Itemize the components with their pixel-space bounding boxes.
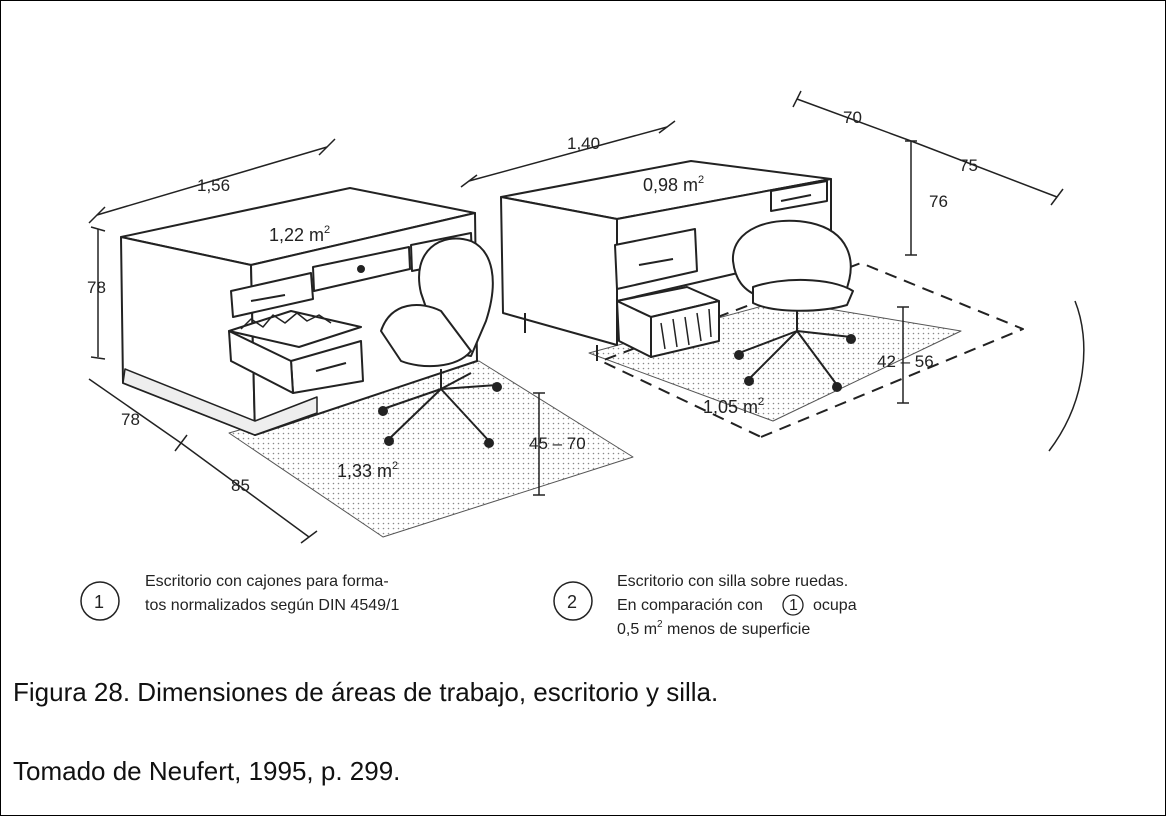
legend-number-2-circle (553, 581, 593, 621)
desk2-area-label: 0,98 m2 (643, 174, 704, 195)
desk2-extra-label: 75 (959, 156, 978, 175)
desk-1 (120, 187, 634, 538)
desk2-depth-label: 70 (843, 108, 862, 127)
desk1-height-label: 78 (87, 278, 106, 297)
legend: 1 Escritorio con cajones para forma- tos… (80, 573, 857, 638)
seat1-height-label: 45 – 70 (529, 434, 586, 453)
desk-2-drawer (614, 228, 698, 290)
floor-area-2-extended (600, 262, 1024, 438)
desk-2 (500, 160, 1024, 438)
legend-item-1-line-2: tos normalizados según DIN 4549/1 (145, 597, 399, 614)
floor-depth-label: 78 (121, 410, 140, 429)
desk1-width-label: 1,56 (197, 176, 230, 195)
legend-item-2-line-2a: En comparación con (617, 597, 763, 614)
floor-width-label: 85 (231, 476, 250, 495)
dimension-lines-1 (88, 138, 545, 544)
legend-number-1: 1 (94, 592, 104, 612)
desk2-height-label: 76 (929, 192, 948, 211)
desk-2-right-drawer (770, 180, 828, 212)
legend-number-1-circle (80, 581, 120, 621)
chair-1 (378, 237, 502, 448)
legend-ref-number: 1 (789, 597, 798, 614)
legend-number-2: 2 (567, 592, 577, 612)
floor2-area-label: 1,05 m2 (703, 396, 764, 417)
desk2-width-label: 1,40 (567, 134, 600, 153)
legend-item-2-line-3: 0,5 m2 menos de superficie (617, 619, 810, 638)
legend-ref-circle (782, 594, 804, 616)
seat2-height-label: 42 – 56 (877, 352, 934, 371)
desk1-area-label: 1,22 m2 (269, 224, 330, 245)
desk-2-front (500, 196, 618, 346)
legend-item-1-line-1: Escritorio con cajones para forma- (145, 573, 389, 590)
floor1-area-label: 1,33 m2 (337, 460, 398, 481)
legend-item-2-line-1: Escritorio con silla sobre ruedas. (617, 573, 848, 590)
dimension-lines-2 (460, 90, 1085, 452)
legend-item-2-line-2b: ocupa (813, 597, 857, 614)
chair-2 (731, 219, 856, 392)
figure-caption: Figura 28. Dimensiones de áreas de traba… (13, 677, 719, 707)
source-caption: Tomado de Neufert, 1995, p. 299. (13, 756, 401, 786)
desk-1-drawer-top (230, 272, 314, 318)
